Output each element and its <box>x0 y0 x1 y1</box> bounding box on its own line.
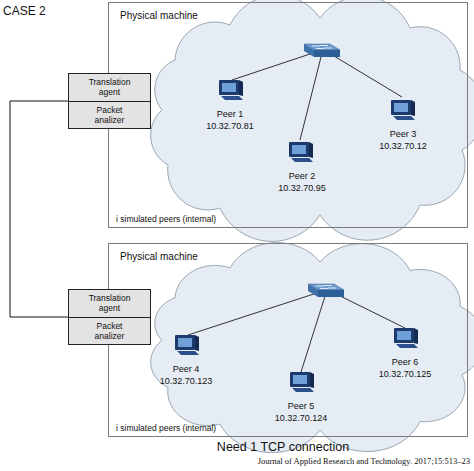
agent-cell-label: Translation agent <box>69 74 150 101</box>
peer-label: 10.32.70.12 <box>363 140 443 152</box>
network-link <box>300 53 322 140</box>
machine-box: Physical machine i simulated peers (inter… <box>108 2 468 228</box>
agent-box: Translation agentPacket analizer <box>68 73 151 129</box>
agent-cell-label: Packet analizer <box>69 101 150 129</box>
computer-icon <box>219 80 243 100</box>
network-links <box>188 50 405 372</box>
peer-label: 10.32.70.124 <box>261 412 341 424</box>
peer-label: 10.32.70.81 <box>190 120 270 132</box>
computer-icon <box>391 100 415 120</box>
peer-node: Peer 410.32.70.123 <box>146 363 226 387</box>
peer-node: Peer 510.32.70.124 <box>261 400 341 424</box>
machine-label: Physical machine <box>120 10 198 22</box>
peer-node: Peer 610.32.70.125 <box>365 356 445 380</box>
machine-label: Physical machine <box>120 251 198 263</box>
switch-icon <box>308 284 344 297</box>
network-link <box>301 293 326 372</box>
peer-label: Peer 3 <box>363 128 443 140</box>
machine-box: Physical machine i simulated peers (inter… <box>108 243 468 437</box>
peer-label: Peer 4 <box>146 363 226 375</box>
peer-label: 10.32.70.125 <box>365 368 445 380</box>
citation-note: Journal of Applied Research and Technolo… <box>258 456 470 466</box>
machine-label: i simulated peers (internal) <box>116 214 216 224</box>
diagram-caption: Need 1 TCP connection <box>183 440 383 454</box>
network-cloud <box>151 243 474 453</box>
connector-line <box>10 101 68 317</box>
computer-icon <box>394 328 418 348</box>
peer-label: Peer 5 <box>261 400 341 412</box>
machine-label: i simulated peers (internal) <box>116 423 216 433</box>
peer-label: Peer 1 <box>190 108 270 120</box>
peer-label: 10.32.70.95 <box>262 182 342 194</box>
agent-cell-label: Packet analizer <box>69 317 150 345</box>
peer-label: Peer 6 <box>365 356 445 368</box>
peer-node: Peer 210.32.70.95 <box>262 170 342 194</box>
computer-icon <box>290 372 314 392</box>
peer-label: Peer 2 <box>262 170 342 182</box>
peer-label: 10.32.70.123 <box>146 375 226 387</box>
network-link <box>232 50 322 80</box>
agent-box: Translation agentPacket analizer <box>68 289 151 345</box>
peer-node: Peer 310.32.70.12 <box>363 128 443 152</box>
network-link <box>324 50 402 97</box>
network-cloud <box>151 0 474 241</box>
computer-icon <box>175 335 199 355</box>
peer-node: Peer 110.32.70.81 <box>190 108 270 132</box>
computer-icon <box>289 142 313 162</box>
network-link <box>188 290 326 335</box>
agent-cell-label: Translation agent <box>69 290 150 317</box>
switch-icon <box>304 44 340 57</box>
network-cloud-group <box>151 243 474 453</box>
diagram-title: CASE 2 <box>3 4 46 18</box>
